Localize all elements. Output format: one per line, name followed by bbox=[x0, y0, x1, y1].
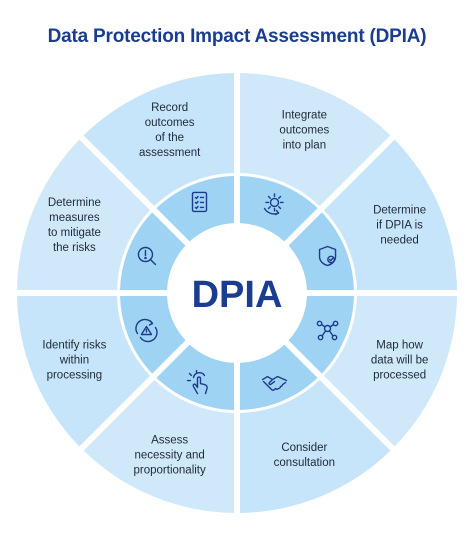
segment-label-1: Integrate outcomes into plan bbox=[279, 109, 329, 151]
segment-label-line: if DPIA is bbox=[376, 220, 423, 232]
inner-ring-segment-8 bbox=[156, 176, 235, 242]
segment-3 bbox=[323, 295, 457, 447]
segment-label-line: data will be bbox=[371, 354, 429, 366]
segment-label-2: Determine if DPIA is needed bbox=[373, 205, 426, 247]
segment-label-4: Consider consultation bbox=[274, 442, 335, 469]
segment-label-line: to mitigate bbox=[48, 227, 101, 239]
segment-7 bbox=[17, 139, 151, 291]
segment-label-line: outcomes bbox=[145, 117, 195, 129]
center-label: DPIA bbox=[192, 274, 283, 316]
segment-label-line: proportionality bbox=[134, 465, 206, 477]
segment-label-3: Map how data will be processed bbox=[371, 339, 429, 381]
risk-warning-icon bbox=[135, 318, 158, 343]
magnifier-alert-icon bbox=[137, 246, 157, 266]
segment-label-line: Record bbox=[151, 102, 188, 114]
segment-1 bbox=[239, 73, 391, 207]
segment-label-line: the risks bbox=[53, 242, 96, 254]
segment-label-line: Consider bbox=[281, 442, 327, 454]
segment-label-line: necessity and bbox=[134, 450, 204, 462]
segment-label-line: Identify risks bbox=[42, 339, 106, 351]
gear-refresh-icon bbox=[263, 193, 284, 216]
segment-6 bbox=[17, 295, 151, 447]
segment-label-line: of the bbox=[155, 132, 184, 144]
inner-ring-segment-5 bbox=[156, 344, 235, 410]
inner-ring-segment-7 bbox=[120, 212, 186, 291]
segment-label-line: Determine bbox=[48, 197, 101, 209]
inner-ring-segment-6 bbox=[120, 295, 186, 374]
segment-label-line: assessment bbox=[139, 147, 201, 159]
segment-label-6: Identify risks within processing bbox=[42, 339, 106, 381]
segment-label-line: within bbox=[59, 354, 89, 366]
tap-gesture-icon bbox=[186, 369, 208, 395]
segment-label-line: needed bbox=[380, 235, 418, 247]
segment-label-line: consultation bbox=[274, 457, 335, 469]
inner-ring-segment-2 bbox=[288, 212, 354, 291]
segment-label-line: processing bbox=[47, 369, 103, 381]
segment-8 bbox=[83, 73, 235, 207]
segment-label-line: measures bbox=[49, 212, 100, 224]
segment-label-5: Assess necessity and proportionality bbox=[134, 435, 206, 477]
shield-check-icon bbox=[318, 245, 337, 267]
handshake-icon bbox=[261, 375, 288, 391]
segment-2 bbox=[323, 139, 457, 291]
segment-label-line: Assess bbox=[151, 435, 188, 447]
inner-ring-segment-1 bbox=[239, 176, 318, 242]
network-map-icon bbox=[316, 320, 339, 341]
center-circle bbox=[171, 227, 303, 359]
segment-label-8: Record outcomes of the assessment bbox=[139, 102, 201, 159]
segment-5 bbox=[83, 379, 235, 513]
segment-label-line: Integrate bbox=[282, 109, 327, 121]
diagram-title: Data Protection Impact Assessment (DPIA) bbox=[47, 26, 427, 47]
segment-label-line: into plan bbox=[283, 139, 326, 151]
checklist-icon bbox=[191, 191, 208, 213]
segment-4 bbox=[239, 379, 391, 513]
segment-label-line: processed bbox=[373, 369, 426, 381]
segment-label-line: Determine bbox=[373, 205, 426, 217]
segment-label-7: Determine measures to mitigate the risks bbox=[48, 197, 101, 254]
segment-label-line: outcomes bbox=[279, 124, 329, 136]
segment-label-line: Map how bbox=[376, 339, 423, 351]
